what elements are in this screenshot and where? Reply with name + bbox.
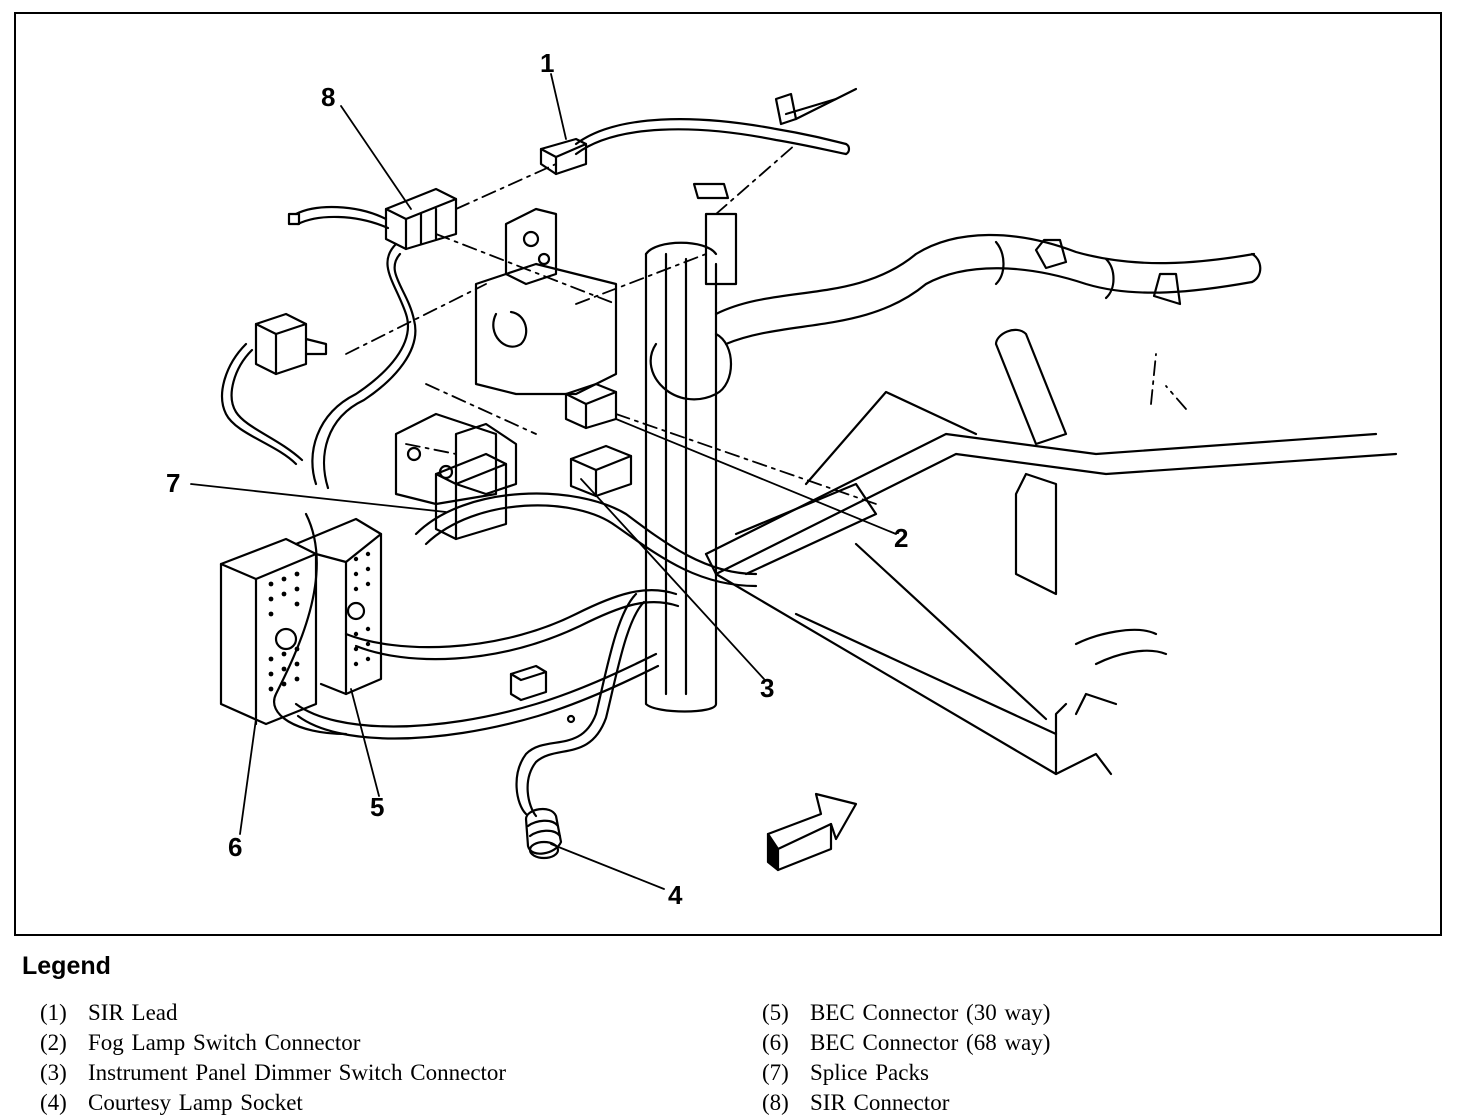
- legend-label: Fog Lamp Switch Connector: [88, 1030, 361, 1055]
- dimmer-switch-connector: [569, 444, 633, 498]
- courtesy-lamp-socket: [524, 807, 563, 860]
- legend-number: (1): [40, 1000, 67, 1025]
- legend-number: (5): [762, 1000, 789, 1025]
- legend-number: (2): [40, 1030, 67, 1055]
- left-harness: [221, 242, 758, 740]
- legend-title: Legend: [22, 952, 111, 980]
- legend-label: Splice Packs: [810, 1060, 929, 1085]
- legend-number: (4): [40, 1090, 67, 1115]
- legend-item-fog-lamp-switch-connector: (2) Fog Lamp Switch Connector: [40, 1028, 506, 1058]
- legend-number: (7): [762, 1060, 789, 1085]
- sir-lead-connector: [539, 137, 588, 176]
- bec-connector-pins: [268, 551, 371, 692]
- callout-8: 8: [321, 82, 335, 112]
- callout-labels: 1 2 3 4 5 6 7 8: [166, 48, 908, 910]
- sir-connector-pigtail: [287, 206, 390, 230]
- mounting-brackets: [394, 207, 618, 506]
- callout-5: 5: [370, 792, 384, 822]
- legend-label: BEC Connector (68 way): [810, 1030, 1051, 1055]
- callout-3: 3: [760, 673, 774, 703]
- bec-connectors: [219, 517, 383, 726]
- callout-leaders: [190, 73, 897, 890]
- callout-6: 6: [228, 832, 242, 862]
- legend-label: BEC Connector (30 way): [810, 1000, 1051, 1025]
- alignment-lines: [345, 143, 1187, 505]
- legend-number: (8): [762, 1090, 789, 1115]
- fog-lamp-switch-connector: [564, 382, 618, 430]
- legend-label: SIR Lead: [88, 1000, 178, 1025]
- sir-lead-wire: [574, 87, 858, 156]
- callout-1: 1: [540, 48, 554, 78]
- legend-label: SIR Connector: [810, 1090, 950, 1115]
- legend-number: (6): [762, 1030, 789, 1055]
- legend-item-sir-connector: (8) SIR Connector: [762, 1088, 1050, 1118]
- legend-item-dimmer-switch-connector: (3) Instrument Panel Dimmer Switch Connec…: [40, 1058, 506, 1088]
- wiring-diagram: 1 2 3 4 5 6 7 8: [166, 48, 1398, 910]
- legend-item-bec-connector-68-way: (6) BEC Connector (68 way): [762, 1028, 1050, 1058]
- legend-item-splice-packs: (7) Splice Packs: [762, 1058, 1050, 1088]
- legend-column-left: (1) SIR Lead (2) Fog Lamp Switch Connector…: [40, 998, 506, 1118]
- legend-item-bec-connector-30-way: (5) BEC Connector (30 way): [762, 998, 1050, 1028]
- diagram-frame: 1 2 3 4 5 6 7 8: [14, 12, 1442, 936]
- callout-2: 2: [894, 523, 908, 553]
- legend-label: Courtesy Lamp Socket: [88, 1090, 303, 1115]
- legend-item-courtesy-lamp-socket: (4) Courtesy Lamp Socket: [40, 1088, 506, 1118]
- cross-car-beam: [704, 328, 1398, 776]
- forward-arrow-icon: [766, 792, 858, 872]
- legend-label: Instrument Panel Dimmer Switch Connector: [88, 1060, 507, 1085]
- main-harness: [714, 233, 1262, 346]
- harness-plug-bottom: [509, 664, 548, 702]
- sir-connector: [384, 187, 458, 251]
- callout-7: 7: [166, 468, 180, 498]
- legend-column-right: (5) BEC Connector (30 way) (6) BEC Connect…: [762, 998, 1050, 1118]
- harness-plug-left: [254, 312, 328, 376]
- callout-4: 4: [668, 880, 683, 910]
- legend-number: (3): [40, 1060, 67, 1085]
- splice-packs: [434, 452, 508, 541]
- legend-item-sir-lead: (1) SIR Lead: [40, 998, 506, 1028]
- courtesy-lamp-lead: [515, 592, 646, 818]
- pillar-harness: [644, 182, 738, 713]
